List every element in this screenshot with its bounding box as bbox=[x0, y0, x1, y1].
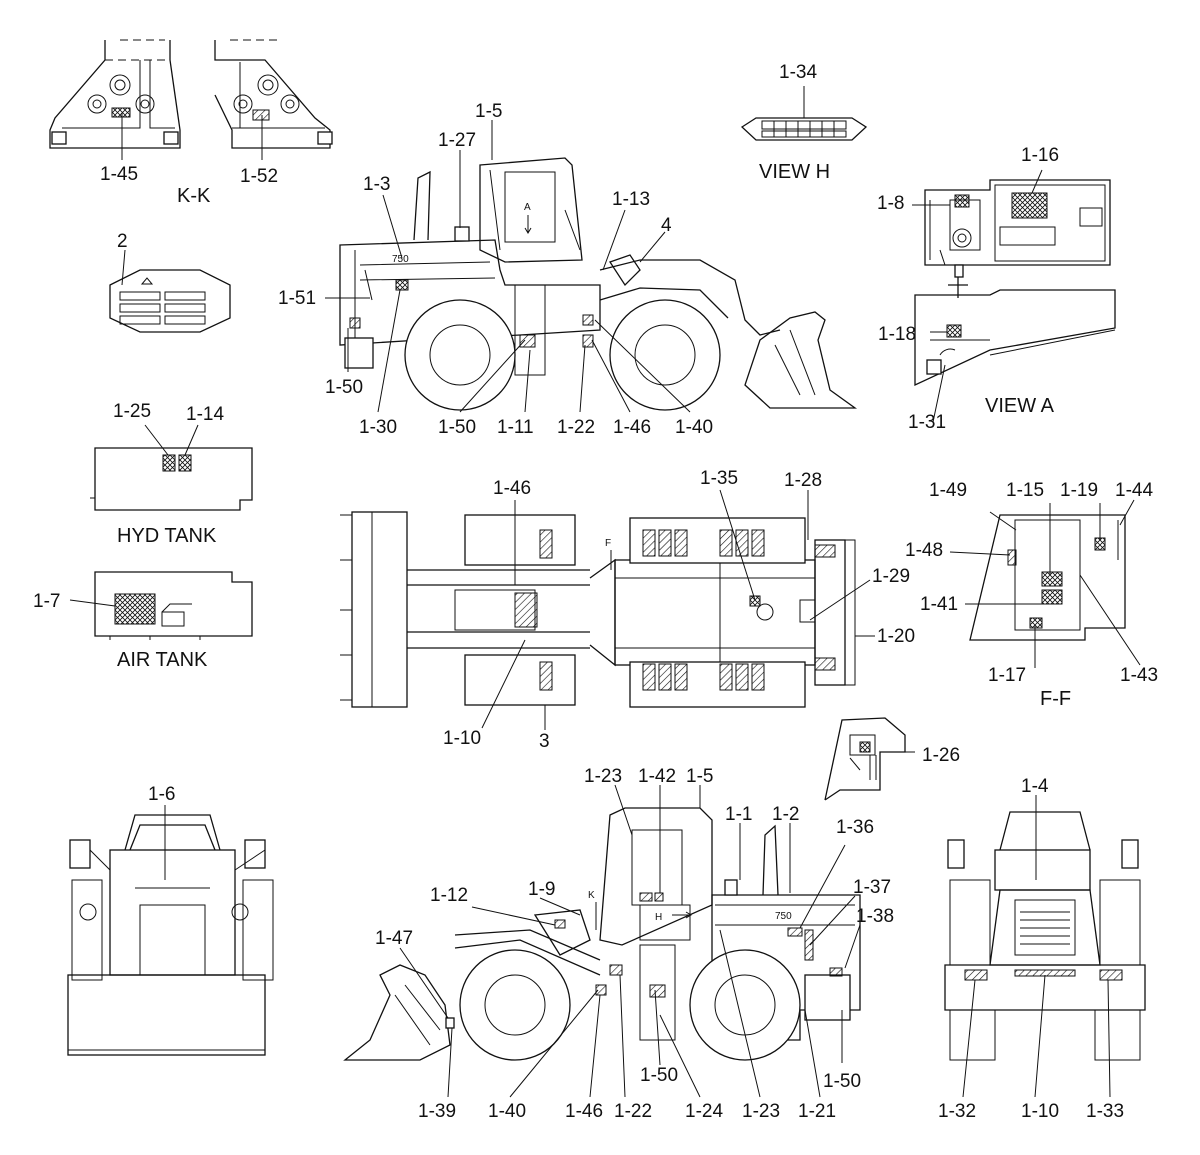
part-label-1-38: 1-38 bbox=[856, 906, 894, 927]
part-label-1-27: 1-27 bbox=[438, 130, 476, 151]
part-label-1-8: 1-8 bbox=[877, 193, 904, 214]
view-h bbox=[740, 86, 868, 141]
title-hyd-tank: HYD TANK bbox=[117, 525, 217, 547]
part-label-1-48: 1-48 bbox=[905, 540, 943, 561]
view-h-marker: H bbox=[655, 912, 662, 923]
part-label-1-5-b: 1-5 bbox=[686, 766, 713, 787]
part-label-1-50-b: 1-50 bbox=[438, 417, 476, 438]
part-label-1-14: 1-14 bbox=[186, 404, 224, 425]
air-tank bbox=[69, 571, 253, 640]
part-label-1-41: 1-41 bbox=[920, 594, 958, 615]
part-label-1-44: 1-44 bbox=[1115, 480, 1153, 501]
part-label-1-21: 1-21 bbox=[798, 1101, 836, 1122]
title-air-tank: AIR TANK bbox=[117, 649, 208, 671]
part-label-1-34: 1-34 bbox=[779, 62, 817, 83]
part-label-1-7: 1-7 bbox=[33, 591, 60, 612]
part-label-1-6: 1-6 bbox=[148, 784, 175, 805]
part-label-1-10-a: 1-10 bbox=[443, 728, 481, 749]
part-label-1-26: 1-26 bbox=[922, 745, 960, 766]
section-k-marker: K bbox=[588, 890, 595, 901]
part-label-1-23-a: 1-23 bbox=[584, 766, 622, 787]
part-label-1-12: 1-12 bbox=[430, 885, 468, 906]
part-label-1-2: 1-2 bbox=[772, 804, 799, 825]
side-view-top: A 750 bbox=[325, 120, 858, 413]
part-label-1-17: 1-17 bbox=[988, 665, 1026, 686]
part-label-1-50-d: 1-50 bbox=[823, 1071, 861, 1092]
part-label-1-51: 1-51 bbox=[278, 288, 316, 309]
part-label-1-22-b: 1-22 bbox=[614, 1101, 652, 1122]
part-label-1-46-c: 1-46 bbox=[565, 1101, 603, 1122]
part-label-1-25: 1-25 bbox=[113, 401, 151, 422]
model-number-decal: 750 bbox=[392, 254, 409, 265]
part-label-1-29: 1-29 bbox=[872, 566, 910, 587]
plan-view: F bbox=[340, 489, 875, 730]
part-label-1-39: 1-39 bbox=[418, 1101, 456, 1122]
model-number-decal-left: 750 bbox=[775, 911, 792, 922]
part-label-1-22-a: 1-22 bbox=[557, 417, 595, 438]
part-label-1-1: 1-1 bbox=[725, 804, 752, 825]
part-label-1-42: 1-42 bbox=[638, 766, 676, 787]
title-kk: K-K bbox=[177, 185, 211, 207]
part-label-1-30: 1-30 bbox=[359, 417, 397, 438]
part-label-4: 4 bbox=[661, 215, 672, 236]
title-view-a: VIEW A bbox=[985, 395, 1055, 417]
part-label-1-24: 1-24 bbox=[685, 1101, 723, 1122]
hyd-tank bbox=[90, 424, 253, 511]
view-a-marker: A bbox=[524, 202, 531, 213]
part-label-1-3: 1-3 bbox=[363, 174, 390, 195]
part-label-1-36: 1-36 bbox=[836, 817, 874, 838]
part-label-1-19: 1-19 bbox=[1060, 480, 1098, 501]
part-label-1-23-b: 1-23 bbox=[742, 1101, 780, 1122]
part-label-1-28: 1-28 bbox=[784, 470, 822, 491]
part-label-1-40-a: 1-40 bbox=[675, 417, 713, 438]
part-label-1-49: 1-49 bbox=[929, 480, 967, 501]
part-label-1-45: 1-45 bbox=[100, 164, 138, 185]
part-label-1-16: 1-16 bbox=[1021, 145, 1059, 166]
decal-2-oval bbox=[109, 249, 231, 333]
part-label-1-5: 1-5 bbox=[475, 101, 502, 122]
detail-1-26 bbox=[824, 717, 915, 801]
part-label-1-40-b: 1-40 bbox=[488, 1101, 526, 1122]
part-label-1-11: 1-11 bbox=[497, 417, 534, 438]
part-label-1-15: 1-15 bbox=[1006, 480, 1044, 501]
title-view-h: VIEW H bbox=[759, 161, 830, 183]
part-label-1-43: 1-43 bbox=[1120, 665, 1158, 686]
part-labels: 1-45 1-52 1-34 1-5 1-27 1-3 1-13 4 1-16 … bbox=[33, 62, 1158, 1122]
part-label-1-18: 1-18 bbox=[878, 324, 916, 345]
front-view bbox=[67, 805, 274, 1056]
rear-view bbox=[944, 795, 1146, 1098]
part-label-1-33: 1-33 bbox=[1086, 1101, 1124, 1122]
part-label-1-4: 1-4 bbox=[1021, 776, 1049, 797]
part-label-1-37: 1-37 bbox=[853, 877, 891, 898]
part-label-1-46-b: 1-46 bbox=[493, 478, 531, 499]
panel-view-1-16 bbox=[912, 169, 1111, 266]
part-label-1-9: 1-9 bbox=[528, 879, 555, 900]
part-label-1-46-a: 1-46 bbox=[613, 417, 651, 438]
side-view-bottom: H K 750 bbox=[343, 784, 861, 1098]
view-kk bbox=[49, 39, 333, 160]
part-label-1-52: 1-52 bbox=[240, 166, 278, 187]
section-f-marker: F bbox=[605, 538, 611, 549]
part-label-1-47: 1-47 bbox=[375, 928, 413, 949]
section-ff bbox=[949, 499, 1141, 668]
part-label-1-35: 1-35 bbox=[700, 468, 738, 489]
part-label-3: 3 bbox=[539, 731, 550, 752]
part-label-1-50-a: 1-50 bbox=[325, 377, 363, 398]
part-label-1-10-b: 1-10 bbox=[1021, 1101, 1059, 1122]
part-label-1-20: 1-20 bbox=[877, 626, 915, 647]
part-label-2: 2 bbox=[117, 231, 128, 252]
part-label-1-32: 1-32 bbox=[938, 1101, 976, 1122]
part-label-1-13: 1-13 bbox=[612, 189, 650, 210]
part-label-1-31: 1-31 bbox=[908, 412, 946, 433]
view-a bbox=[914, 264, 1116, 423]
part-label-1-50-c: 1-50 bbox=[640, 1065, 678, 1086]
title-ff: F-F bbox=[1040, 688, 1071, 710]
